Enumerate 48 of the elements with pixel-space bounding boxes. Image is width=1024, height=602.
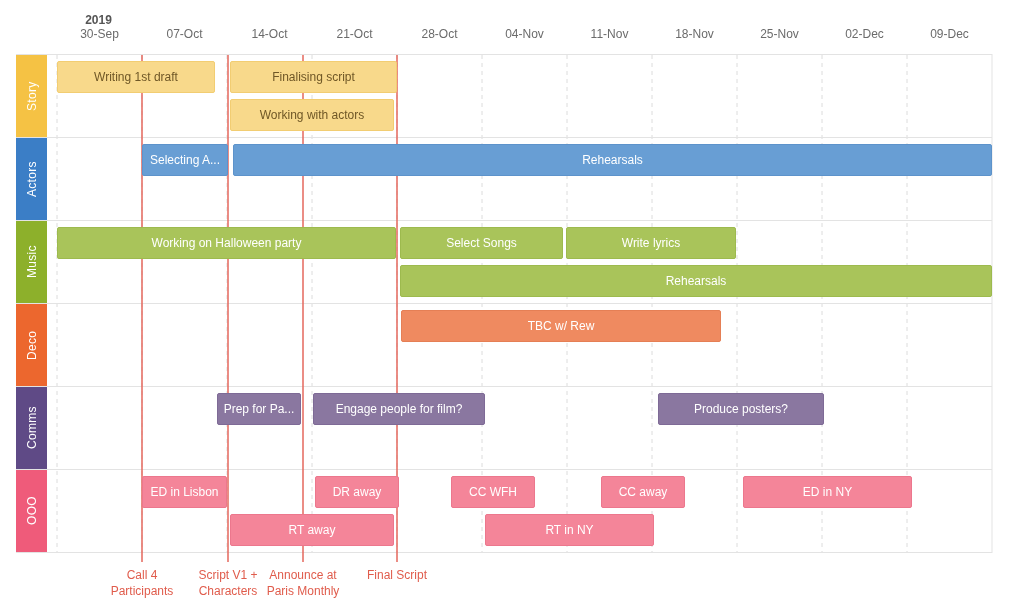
task-bar: TBC w/ Rew xyxy=(401,310,721,342)
task-bar: Rehearsals xyxy=(400,265,992,297)
lane-header: Deco xyxy=(16,304,47,386)
date-label: 21-Oct xyxy=(336,27,373,41)
task-bar: RT in NY xyxy=(485,514,654,546)
swimlane xyxy=(16,470,992,553)
milestone-label: Final Script xyxy=(366,567,428,583)
date-label: 09-Dec xyxy=(930,27,969,41)
date-label: 25-Nov xyxy=(760,27,799,41)
swimlane xyxy=(16,387,992,470)
swimlane xyxy=(16,138,992,221)
task-bar: RT away xyxy=(230,514,394,546)
task-bar: ED in NY xyxy=(743,476,912,508)
milestone-label: Call 4 Participants xyxy=(109,567,175,599)
date-label: 11-Nov xyxy=(590,27,629,41)
task-bar: Engage people for film? xyxy=(313,393,485,425)
date-label: 28-Oct xyxy=(421,27,458,41)
date-label: 02-Dec xyxy=(845,27,884,41)
swimlane xyxy=(16,221,992,304)
task-bar: Select Songs xyxy=(400,227,563,259)
task-bar: Selecting A... xyxy=(142,144,228,176)
date-label: 18-Nov xyxy=(675,27,714,41)
date-label: 14-Oct xyxy=(251,27,288,41)
task-bar: CC away xyxy=(601,476,685,508)
date-label: 30-Sep xyxy=(80,27,119,41)
task-bar: Write lyrics xyxy=(566,227,736,259)
lane-header: OOO xyxy=(16,470,47,552)
task-bar: ED in Lisbon xyxy=(142,476,227,508)
task-bar: Rehearsals xyxy=(233,144,992,176)
lane-header: Actors xyxy=(16,138,47,220)
lane-header: Story xyxy=(16,55,47,137)
task-bar: DR away xyxy=(315,476,399,508)
swimlane xyxy=(16,304,992,387)
swimlane xyxy=(16,55,992,138)
task-bar: CC WFH xyxy=(451,476,535,508)
milestone-label: Script V1 + Characters xyxy=(197,567,259,599)
task-bar: Working on Halloween party xyxy=(57,227,396,259)
lane-header: Comms xyxy=(16,387,47,469)
task-bar: Writing 1st draft xyxy=(57,61,215,93)
date-label: 07-Oct xyxy=(166,27,203,41)
task-bar: Working with actors xyxy=(230,99,394,131)
year-label: 2019 xyxy=(85,13,112,27)
task-bar: Prep for Pa... xyxy=(217,393,301,425)
task-bar: Finalising script xyxy=(230,61,397,93)
date-label: 04-Nov xyxy=(505,27,544,41)
lane-header: Music xyxy=(16,221,47,303)
milestone-label: Announce at Paris Monthly xyxy=(265,567,341,599)
task-bar: Produce posters? xyxy=(658,393,824,425)
